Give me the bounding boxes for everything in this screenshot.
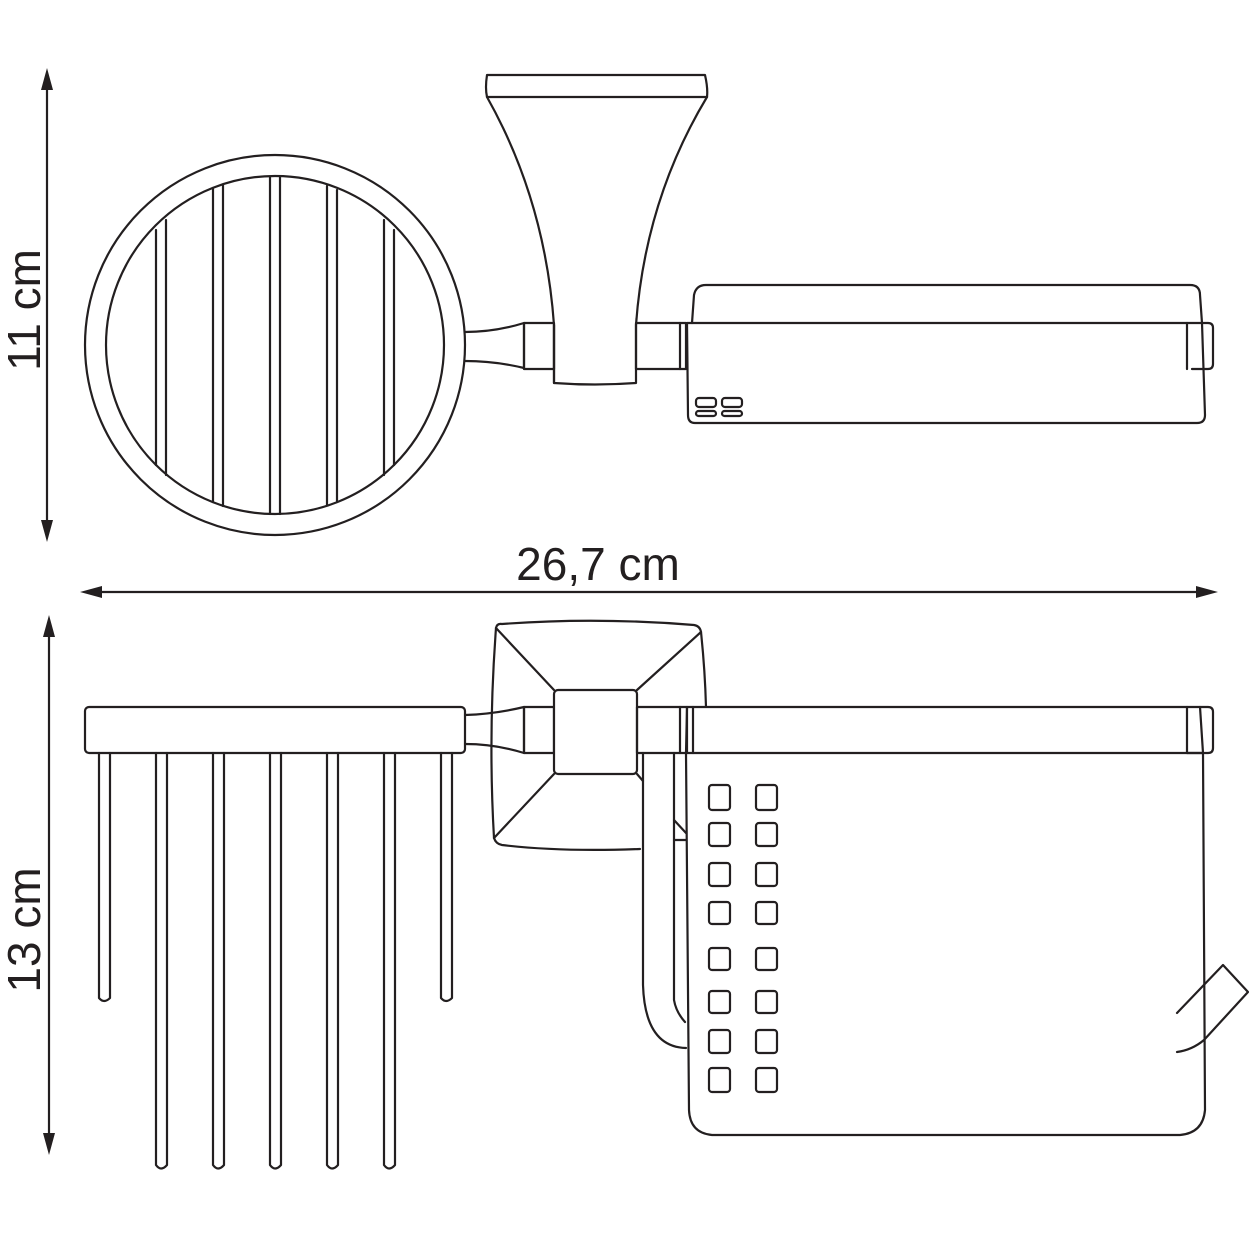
- wall-mount-top: [484, 73, 709, 386]
- front-view: [83, 619, 1249, 1170]
- paper-holder-front: [641, 705, 1249, 1137]
- top-view: [83, 73, 1215, 537]
- wire-basket-front: [83, 705, 467, 1170]
- dimension-top-height: 11 cm: [0, 68, 53, 542]
- dimension-front-height: 13 cm: [0, 615, 55, 1155]
- perforation-grid: [707, 783, 779, 1094]
- dimension-overall-width: 26,7 cm: [80, 538, 1218, 598]
- dimension-label-26-7cm: 26,7 cm: [516, 538, 680, 590]
- paper-holder-top: [685, 283, 1215, 425]
- dimension-label-11cm: 11 cm: [0, 249, 50, 371]
- round-basket-top: [83, 153, 467, 537]
- wall-flange-front: [463, 619, 708, 851]
- dimension-label-13cm: 13 cm: [0, 867, 50, 992]
